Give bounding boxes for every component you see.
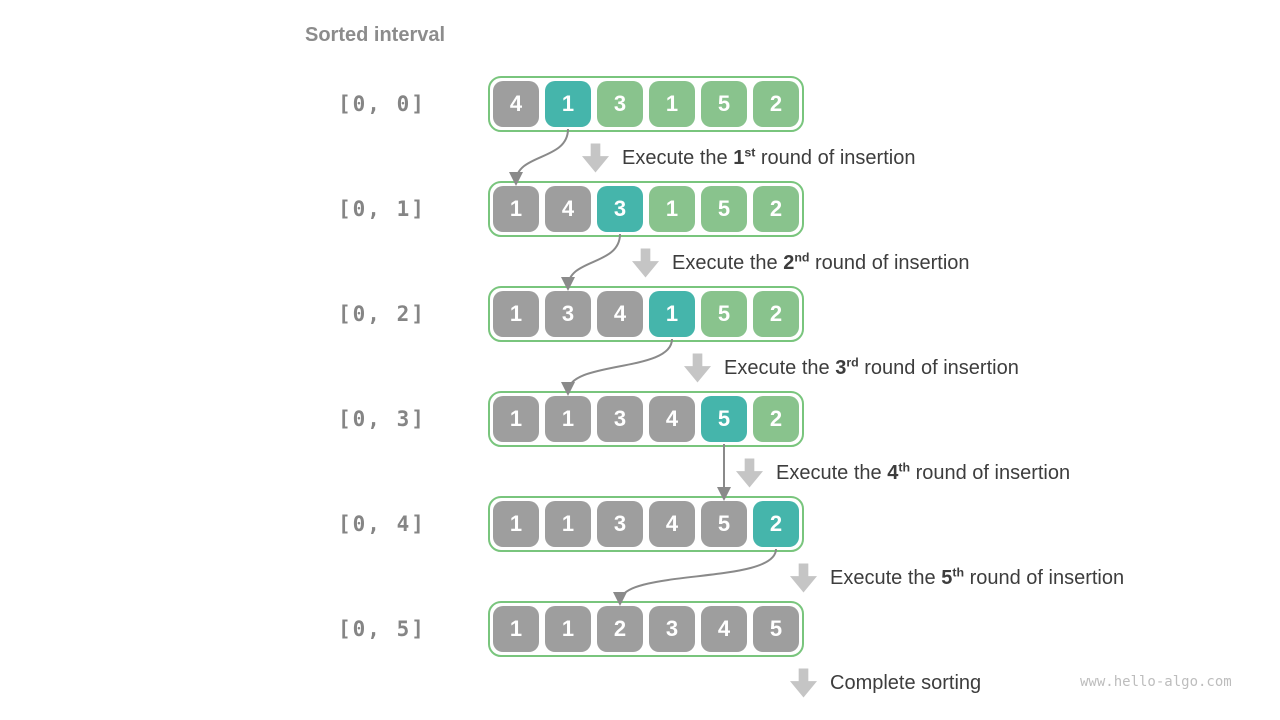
array-row-1: 1 4 3 1 5 2 bbox=[488, 181, 804, 237]
array-cell: 4 bbox=[649, 501, 695, 547]
interval-label-4: [0, 4] bbox=[338, 512, 426, 536]
array-cell: 3 bbox=[545, 291, 591, 337]
array-cell: 1 bbox=[493, 606, 539, 652]
step-label-3: Execute the 3rd round of insertion bbox=[684, 352, 1019, 384]
array-cell: 2 bbox=[753, 396, 799, 442]
down-arrow-icon bbox=[582, 143, 609, 173]
down-arrow-icon bbox=[790, 563, 817, 593]
array-cell: 1 bbox=[493, 396, 539, 442]
array-cell: 1 bbox=[493, 501, 539, 547]
connector-round-2 bbox=[561, 233, 621, 291]
array-row-0: 4 1 3 1 5 2 bbox=[488, 76, 804, 132]
interval-label-3: [0, 3] bbox=[338, 407, 426, 431]
step-label-1: Execute the 1st round of insertion bbox=[582, 142, 915, 174]
step-label-2: Execute the 2nd round of insertion bbox=[632, 247, 970, 279]
interval-label-1: [0, 1] bbox=[338, 197, 426, 221]
array-cell: 5 bbox=[701, 186, 747, 232]
step-text: Execute the 2nd round of insertion bbox=[672, 250, 970, 274]
array-cell: 3 bbox=[597, 186, 643, 232]
down-arrow-icon bbox=[790, 668, 817, 698]
array-cell: 3 bbox=[597, 501, 643, 547]
array-cell: 2 bbox=[753, 291, 799, 337]
array-cell: 2 bbox=[753, 81, 799, 127]
step-label-4: Execute the 4th round of insertion bbox=[736, 457, 1070, 489]
array-cell: 4 bbox=[701, 606, 747, 652]
array-cell: 5 bbox=[701, 81, 747, 127]
watermark: www.hello-algo.com bbox=[1080, 674, 1232, 690]
array-cell: 3 bbox=[597, 396, 643, 442]
array-cell: 1 bbox=[493, 291, 539, 337]
step-label-5: Execute the 5th round of insertion bbox=[790, 562, 1124, 594]
connector-round-1 bbox=[509, 128, 569, 186]
step-text: Execute the 5th round of insertion bbox=[830, 565, 1125, 589]
interval-label-5: [0, 5] bbox=[338, 617, 426, 641]
array-cell: 1 bbox=[545, 81, 591, 127]
array-cell: 1 bbox=[649, 291, 695, 337]
array-cell: 2 bbox=[597, 606, 643, 652]
interval-label-2: [0, 2] bbox=[338, 302, 426, 326]
array-cell: 4 bbox=[597, 291, 643, 337]
step-text: Execute the 3rd round of insertion bbox=[724, 355, 1019, 379]
array-cell: 1 bbox=[545, 606, 591, 652]
down-arrow-icon bbox=[632, 248, 659, 278]
down-arrow-icon bbox=[684, 353, 711, 383]
connector-round-5 bbox=[613, 548, 777, 606]
array-cell: 1 bbox=[493, 186, 539, 232]
step-text: Execute the 1st round of insertion bbox=[622, 145, 916, 169]
step-text: Complete sorting bbox=[830, 672, 982, 694]
step-label-complete: Complete sorting bbox=[790, 667, 981, 699]
array-cell: 4 bbox=[545, 186, 591, 232]
array-cell: 5 bbox=[701, 396, 747, 442]
array-cell: 4 bbox=[649, 396, 695, 442]
interval-label-0: [0, 0] bbox=[338, 92, 426, 116]
array-row-3: 1 1 3 4 5 2 bbox=[488, 391, 804, 447]
array-row-2: 1 3 4 1 5 2 bbox=[488, 286, 804, 342]
step-text: Execute the 4th round of insertion bbox=[776, 460, 1071, 484]
array-cell: 1 bbox=[545, 396, 591, 442]
array-cell: 5 bbox=[701, 291, 747, 337]
diagram-title: Sorted interval bbox=[305, 24, 446, 46]
array-cell: 3 bbox=[649, 606, 695, 652]
down-arrow-icon bbox=[736, 458, 763, 488]
array-cell: 1 bbox=[649, 81, 695, 127]
array-cell: 5 bbox=[753, 606, 799, 652]
connector-round-3 bbox=[561, 338, 673, 396]
array-cell: 3 bbox=[597, 81, 643, 127]
array-cell: 4 bbox=[493, 81, 539, 127]
array-row-4: 1 1 3 4 5 2 bbox=[488, 496, 804, 552]
array-cell: 2 bbox=[753, 186, 799, 232]
array-cell: 5 bbox=[701, 501, 747, 547]
array-cell: 1 bbox=[649, 186, 695, 232]
array-cell: 1 bbox=[545, 501, 591, 547]
array-cell: 2 bbox=[753, 501, 799, 547]
array-row-5: 1 1 2 3 4 5 bbox=[488, 601, 804, 657]
